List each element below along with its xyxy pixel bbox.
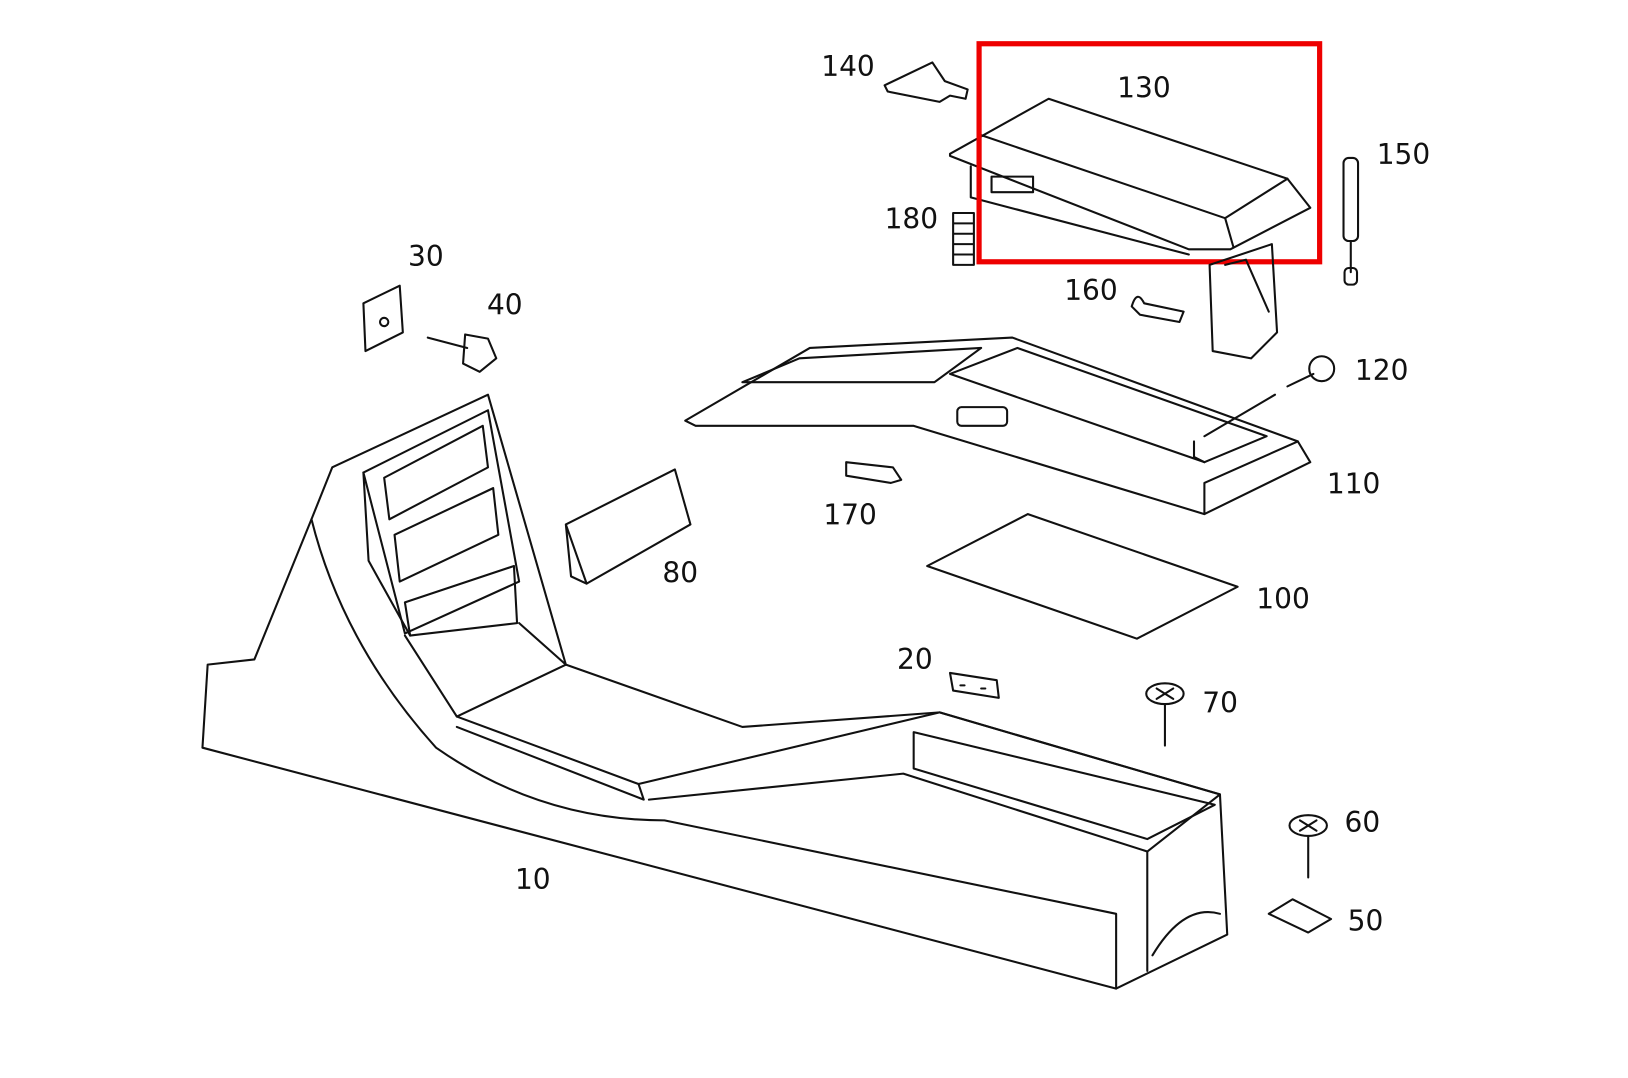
part-60-screw[interactable] <box>1288 814 1328 879</box>
hinge-bracket <box>1208 243 1279 360</box>
part-170-clip[interactable] <box>845 461 903 484</box>
label-110: 110 <box>1327 467 1380 500</box>
label-60: 60 <box>1345 806 1381 839</box>
part-150-gas-strut[interactable] <box>1342 156 1360 286</box>
label-20: 20 <box>897 643 933 676</box>
label-150: 150 <box>1377 138 1430 171</box>
label-100: 100 <box>1256 583 1309 616</box>
part-30-bracket[interactable] <box>362 284 404 353</box>
label-10: 10 <box>515 863 551 896</box>
label-130: 130 <box>1117 72 1170 105</box>
label-180: 180 <box>885 203 938 236</box>
part-160-screw[interactable] <box>1130 295 1185 324</box>
part-80-cover[interactable] <box>564 468 692 585</box>
label-50: 50 <box>1348 904 1384 937</box>
part-130-armrest-lid[interactable] <box>948 97 1312 256</box>
part-140-latch[interactable] <box>883 61 969 103</box>
label-160: 160 <box>1064 274 1117 307</box>
label-80: 80 <box>662 557 698 590</box>
label-40: 40 <box>487 289 523 322</box>
part-20-clip[interactable] <box>948 671 1000 699</box>
label-120: 120 <box>1355 354 1408 387</box>
label-170: 170 <box>823 498 876 531</box>
part-100-mat[interactable] <box>926 513 1239 640</box>
part-70-screw[interactable] <box>1145 682 1185 747</box>
part-10-console[interactable] <box>201 393 1229 990</box>
part-120-screw[interactable] <box>1203 355 1336 438</box>
highlight-box-130 <box>976 41 1323 265</box>
part-50-clipnut[interactable] <box>1267 898 1333 934</box>
label-30: 30 <box>408 240 444 273</box>
label-70: 70 <box>1202 686 1238 719</box>
part-40-screw[interactable] <box>426 333 498 373</box>
part-180-spring[interactable] <box>952 211 975 266</box>
label-140: 140 <box>821 50 874 83</box>
part-110-trim[interactable] <box>684 336 1312 516</box>
